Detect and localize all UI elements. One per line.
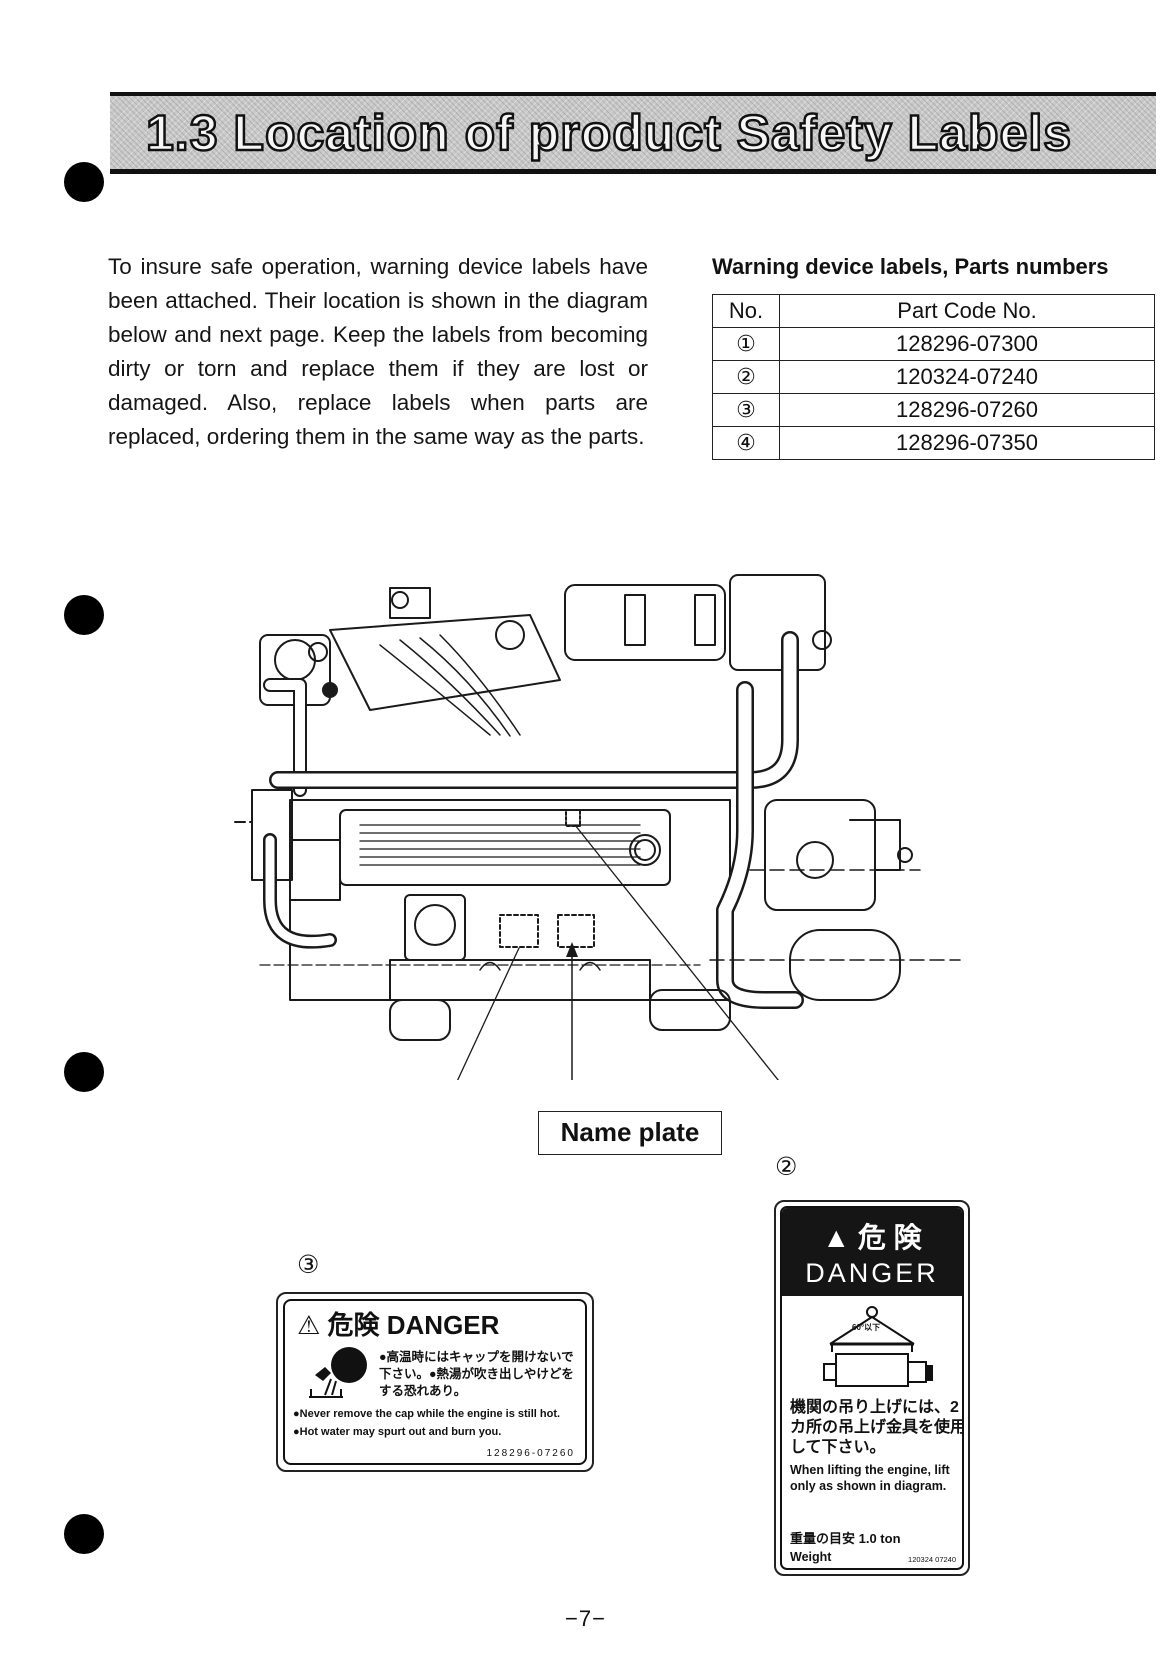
- row-no: ①: [712, 327, 780, 361]
- oil-pan-ribs: [479, 961, 601, 971]
- nameplate-location-marker: [557, 914, 595, 948]
- column-header-no: No.: [712, 294, 780, 328]
- engine-mount: [389, 999, 451, 1041]
- label3-heading: ⚠ 危険 DANGER: [297, 1310, 500, 1340]
- engine-block: [289, 799, 731, 1001]
- page-number: −7−: [565, 1606, 606, 1631]
- exhaust-pipe-inner: [718, 683, 802, 1007]
- label-location-3-marker: [499, 914, 539, 948]
- label-location-2-marker: [565, 809, 581, 827]
- filler-cap: [629, 834, 661, 866]
- lifting-engine-icon: [823, 1306, 933, 1387]
- engine-diagram: [234, 574, 961, 1080]
- nameplate-arrow: [566, 942, 578, 957]
- fuel-pump-fitting: [391, 591, 409, 609]
- label2-weight-en: Weight: [790, 1550, 832, 1564]
- callout-3: ③: [297, 1250, 320, 1279]
- label2-en-heading: DANGER: [805, 1258, 939, 1288]
- danger-label-2: ▲ 危 険 DANGER 60°以下 機関の吊り上げには、2カ所の吊上げ金具を使…: [774, 1200, 970, 1576]
- binder-hole: [64, 162, 104, 202]
- callout-3-leader: [456, 947, 520, 1080]
- injector-lines: [379, 634, 521, 737]
- label3-en-text: ●Never remove the cap while the engine i…: [293, 1408, 561, 1438]
- label2-jp-heading: ▲ 危 険: [822, 1222, 922, 1253]
- table-header-row: No. Part Code No.: [712, 294, 1155, 328]
- hose-inner: [265, 835, 335, 947]
- row-no: ②: [712, 360, 780, 394]
- table-row: ③ 128296-07260: [712, 393, 1155, 427]
- label2-hook-angle: 60°以下: [852, 1323, 881, 1332]
- intro-paragraph: To insure safe operation, warning device…: [108, 254, 648, 449]
- turbocharger: [764, 799, 876, 911]
- drain-plug: [322, 682, 338, 698]
- table-row: ② 120324-07240: [712, 360, 1155, 394]
- row-no: ③: [712, 393, 780, 427]
- binder-hole: [64, 1514, 104, 1554]
- binder-hole: [64, 1052, 104, 1092]
- oil-filter: [274, 639, 316, 681]
- column-header-code: Part Code No.: [779, 294, 1155, 328]
- rocker-cover-fins: [359, 824, 641, 866]
- exhaust-clamp: [694, 594, 716, 646]
- callout-2-leader: [574, 824, 779, 1080]
- row-code: 128296-07260: [779, 393, 1155, 427]
- fuel-pump: [389, 587, 431, 619]
- row-code: 128296-07350: [779, 426, 1155, 460]
- label3-jp-text: ●高温時にはキャップを開けないで下さい。●熱湯が吹き出しやけどをする恐れあり。: [379, 1350, 574, 1398]
- table-row: ① 128296-07300: [712, 327, 1155, 361]
- heat-exchanger-cap: [812, 630, 832, 650]
- label3-code: 128296-07260: [486, 1448, 575, 1459]
- section-title-band: 1.3 Location of product Safety Labels: [110, 92, 1156, 174]
- parts-table-title: Warning device labels, Parts numbers: [712, 254, 1109, 279]
- callout-2: ②: [775, 1152, 798, 1181]
- label2-weight-jp: 重量の目安 1.0 ton: [790, 1531, 901, 1546]
- engine-mount: [649, 989, 731, 1031]
- filler-cap-inner: [634, 839, 656, 861]
- parts-table: No. Part Code No. ① 128296-07300 ② 12032…: [712, 294, 1155, 460]
- intake-manifold: [329, 614, 561, 711]
- page-title: 1.3 Location of product Safety Labels: [145, 104, 1073, 163]
- row-code: 120324-07240: [779, 360, 1155, 394]
- coolant-pipe-inner: [265, 680, 305, 795]
- row-code: 128296-07300: [779, 327, 1155, 361]
- air-intake: [789, 929, 901, 1001]
- turbo-fitting: [897, 847, 913, 863]
- heat-exchanger: [729, 574, 826, 671]
- label2-en-text: When lifting the engine, lift only as sh…: [790, 1463, 950, 1493]
- oil-pan: [389, 959, 651, 1001]
- label2-header: ▲ 危 険 DANGER: [782, 1208, 962, 1296]
- exhaust-manifold: [564, 584, 726, 661]
- pump-gear: [495, 620, 525, 650]
- binder-hole: [64, 595, 104, 635]
- label2-code: 120324 07240: [908, 1555, 956, 1564]
- row-no: ④: [712, 426, 780, 460]
- oil-cooler-port: [414, 904, 456, 946]
- turbo-center: [796, 841, 834, 879]
- name-plate-label: Name plate: [538, 1111, 722, 1155]
- front-cover-block: [289, 839, 341, 901]
- oil-filter-cap: [308, 642, 328, 662]
- rocker-cover: [339, 809, 671, 886]
- hot-cap-icon: [309, 1347, 367, 1398]
- danger-label-3: ⚠ 危険 DANGER ●高温時にはキャップを開けないで下さい。●熱湯が吹き出し…: [276, 1292, 594, 1472]
- turbo-oil-line: [849, 819, 901, 871]
- table-row: ④ 128296-07350: [712, 426, 1155, 460]
- label2-jp-text: 機関の吊り上げには、2カ所の吊上げ金具を使用して下さい。: [790, 1399, 964, 1456]
- exhaust-clamp: [624, 594, 646, 646]
